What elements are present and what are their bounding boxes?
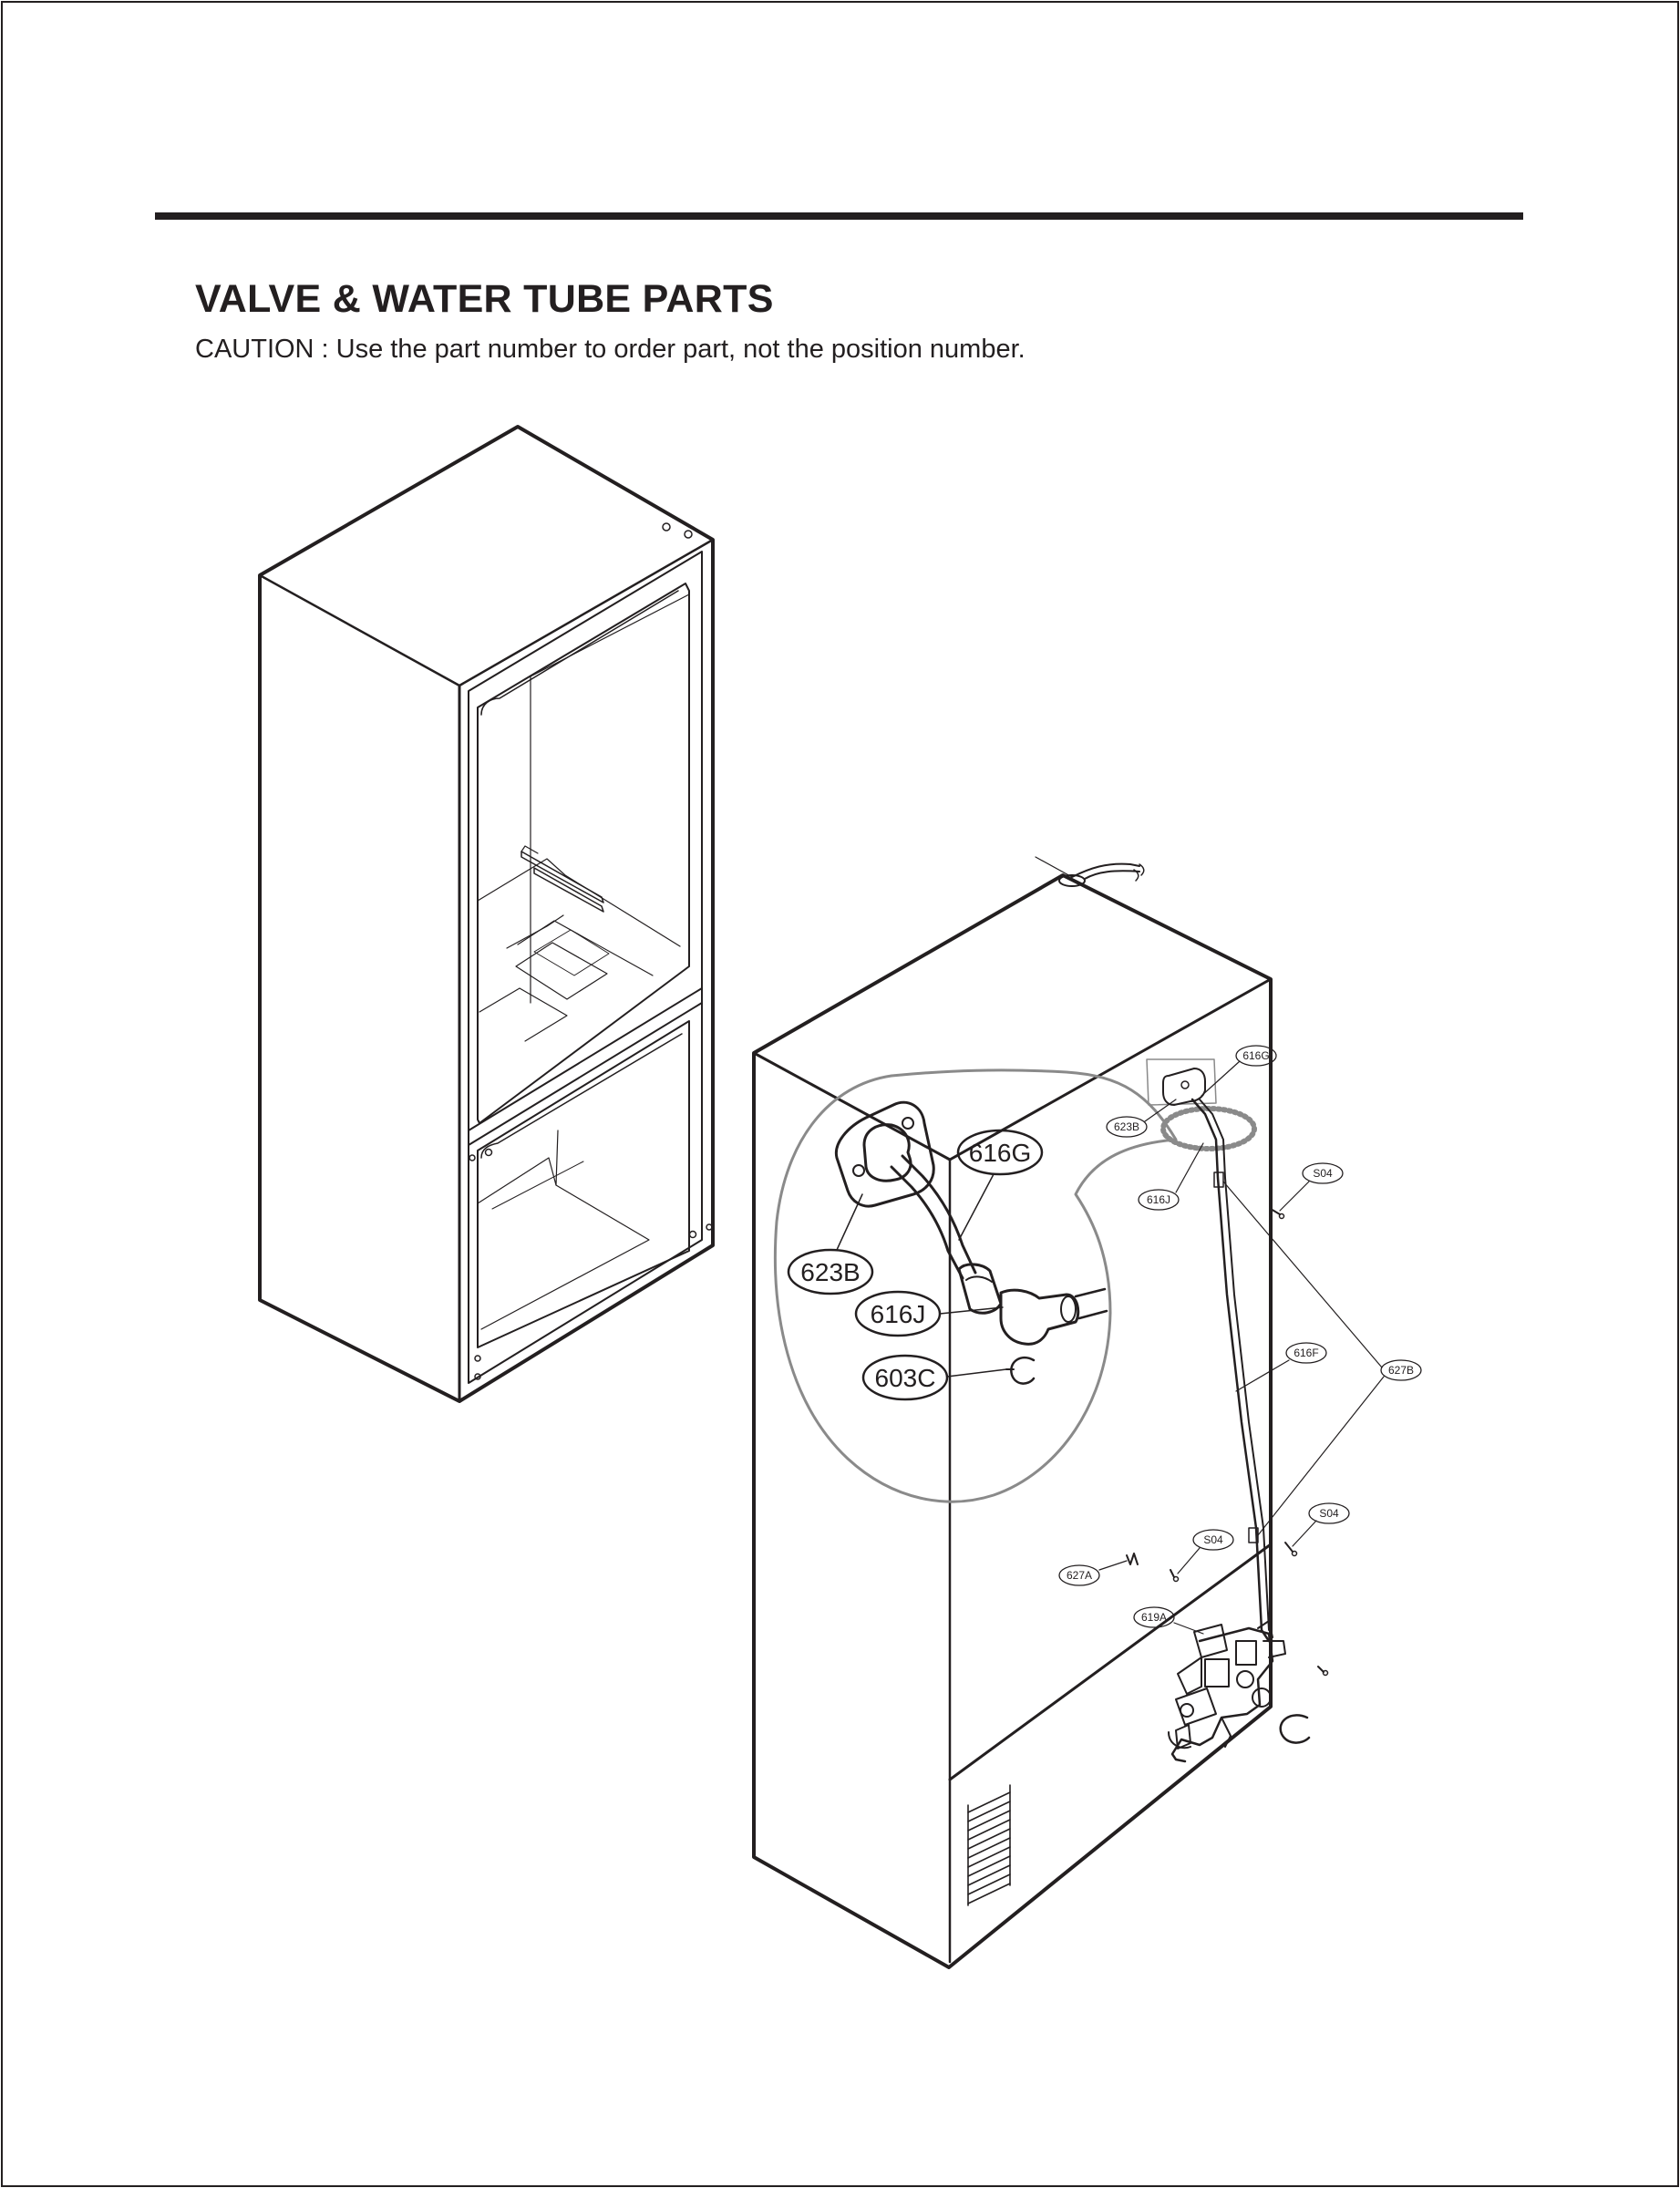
svg-text:619A: 619A: [1141, 1611, 1167, 1624]
svg-text:616J: 616J: [871, 1300, 926, 1328]
caution-note: CAUTION : Use the part number to order p…: [195, 335, 1026, 364]
vent-slots: [967, 1784, 1011, 1906]
svg-text:616G: 616G: [1242, 1049, 1269, 1062]
page-title: VALVE & WATER TUBE PARTS: [195, 277, 774, 321]
callout-S04-top: S04: [1279, 1162, 1344, 1212]
callout-S04-mid: S04: [1177, 1529, 1234, 1574]
callout-616G: 616G: [1201, 1045, 1277, 1097]
detail-callout-616J: 616J: [854, 1290, 1004, 1337]
svg-text:S04: S04: [1319, 1507, 1339, 1520]
detail-callout-623B: 623B: [787, 1193, 874, 1295]
svg-text:616J: 616J: [1147, 1193, 1170, 1206]
rear-parts: [1126, 1068, 1329, 1763]
svg-text:623B: 623B: [1114, 1120, 1139, 1133]
rear-cabinet-drawing: [752, 856, 1273, 1969]
callout-623B: 623B: [1106, 1099, 1177, 1138]
callout-616J: 616J: [1138, 1142, 1204, 1211]
callout-627A: 627A: [1058, 1560, 1128, 1586]
header-rule: [155, 212, 1523, 220]
detail-parts: [834, 1100, 1108, 1385]
callout-S04-right: S04: [1292, 1502, 1350, 1547]
detail-callout-616G: 616G: [956, 1129, 1044, 1241]
callout-627B: 627B: [1222, 1181, 1422, 1536]
svg-text:616G: 616G: [969, 1139, 1032, 1167]
svg-text:616F: 616F: [1293, 1347, 1318, 1359]
svg-text:S04: S04: [1313, 1167, 1333, 1180]
svg-text:S04: S04: [1203, 1533, 1223, 1546]
svg-text:603C: 603C: [875, 1364, 936, 1392]
svg-text:623B: 623B: [800, 1258, 860, 1286]
detail-callout-603C: 603C: [861, 1354, 1007, 1401]
callout-619A: 619A: [1133, 1606, 1204, 1635]
svg-text:627A: 627A: [1067, 1569, 1092, 1582]
front-cabinet-drawing: [258, 425, 715, 1403]
svg-text:627B: 627B: [1388, 1364, 1414, 1377]
callout-616F: 616F: [1235, 1342, 1327, 1392]
